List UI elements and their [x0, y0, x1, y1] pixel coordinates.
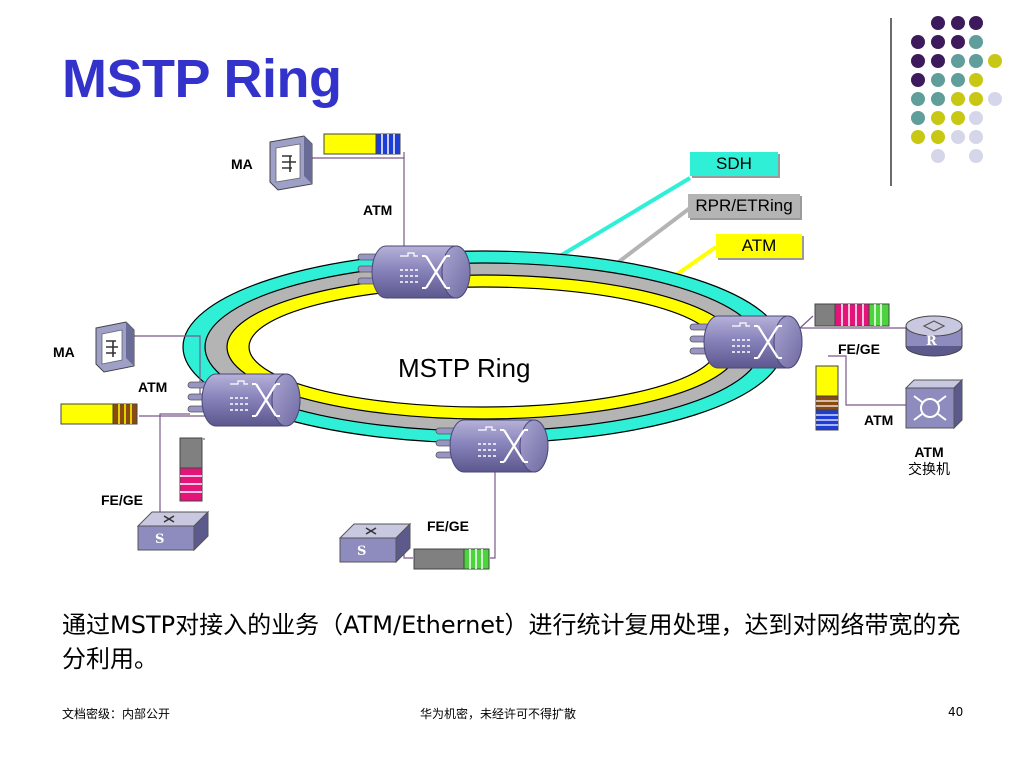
- label-ma-top: MA: [231, 156, 253, 172]
- switch-letter-bottom: S: [357, 544, 367, 559]
- port-bar-left-vertical: [179, 437, 203, 502]
- decor-dot: [969, 149, 983, 163]
- decor-dot: [969, 35, 983, 49]
- slide-title: MSTP Ring: [62, 49, 342, 109]
- mstp-ring-diagram: [60, 133, 964, 570]
- decor-dot: [969, 54, 983, 68]
- decor-dot: [969, 92, 983, 106]
- atm-switch-icon: [904, 378, 964, 430]
- decor-dot: [951, 111, 965, 125]
- decor-dot: [931, 73, 945, 87]
- mstp-node-bottom: [435, 419, 549, 473]
- legend-sdh: SDH: [690, 152, 778, 176]
- ethernet-switch-icon-bottom: [338, 522, 412, 564]
- decor-dot: [969, 130, 983, 144]
- decor-dot: [911, 73, 925, 87]
- label-fege-bottom: FE/GE: [427, 518, 470, 534]
- router-letter: R: [926, 334, 937, 349]
- label-fege-left: FE/GE: [101, 492, 144, 508]
- label-atm-switch: ATM 交换机: [908, 443, 950, 479]
- decor-dot: [951, 130, 965, 144]
- decor-dot: [951, 35, 965, 49]
- legend-atm: ATM: [716, 234, 802, 258]
- port-bar-right-vertical: [815, 365, 839, 431]
- port-bar-bottom: [413, 548, 490, 570]
- decor-dot: [988, 92, 1002, 106]
- mstp-node-top: [357, 245, 471, 299]
- decor-dot: [951, 73, 965, 87]
- ring-bands: [182, 250, 784, 444]
- decor-dot: [931, 111, 945, 125]
- port-bar-right: [814, 303, 890, 327]
- decor-dot: [911, 54, 925, 68]
- switch-letter-left: S: [155, 532, 165, 547]
- decor-dot: [969, 111, 983, 125]
- ma-modem-icon-left: [95, 321, 135, 373]
- decor-dot: [911, 92, 925, 106]
- label-ma-left: MA: [53, 344, 75, 360]
- decor-dot: [931, 54, 945, 68]
- port-bar-top: [323, 133, 401, 155]
- decor-dot: [931, 92, 945, 106]
- decor-dot: [931, 16, 945, 30]
- port-bar-left: [60, 403, 138, 425]
- footer-confidential: 华为机密，未经许可不得扩散: [420, 707, 577, 721]
- decor-dot: [951, 54, 965, 68]
- decor-dot: [911, 111, 925, 125]
- ethernet-switch-icon-left: [136, 510, 210, 552]
- footer-page-number: 40: [948, 705, 964, 719]
- decor-dot: [969, 73, 983, 87]
- mstp-node-left: [187, 373, 301, 427]
- decorative-dot-grid: [890, 16, 1002, 186]
- caption-text: 通过MSTP对接入的业务（ATM/Ethernet）进行统计复用处理，达到对网络…: [62, 611, 961, 673]
- sdh-callout-line: [558, 176, 692, 258]
- label-atm-right: ATM: [864, 412, 894, 428]
- decor-dot: [951, 92, 965, 106]
- ring-label: MSTP Ring: [398, 353, 531, 383]
- router-icon: [905, 315, 963, 357]
- label-fege-right: FE/GE: [838, 341, 881, 357]
- footer-classification: 文档密级：内部公开: [62, 707, 171, 721]
- decor-dot: [951, 16, 965, 30]
- decor-dot: [911, 35, 925, 49]
- mstp-node-right: [689, 315, 803, 369]
- decor-dot: [931, 35, 945, 49]
- label-atm-left: ATM: [138, 379, 168, 395]
- label-atm-switch-line1: ATM: [914, 444, 944, 460]
- label-atm-top: ATM: [363, 202, 393, 218]
- decor-dot: [931, 130, 945, 144]
- ma-modem-icon-top: [269, 135, 313, 191]
- decor-dot: [969, 16, 983, 30]
- legend-rpr-etring: RPR/ETRing: [688, 194, 800, 218]
- label-atm-switch-line2: 交换机: [908, 462, 950, 478]
- decor-dot: [911, 130, 925, 144]
- decor-dot: [931, 149, 945, 163]
- decor-dot: [988, 54, 1002, 68]
